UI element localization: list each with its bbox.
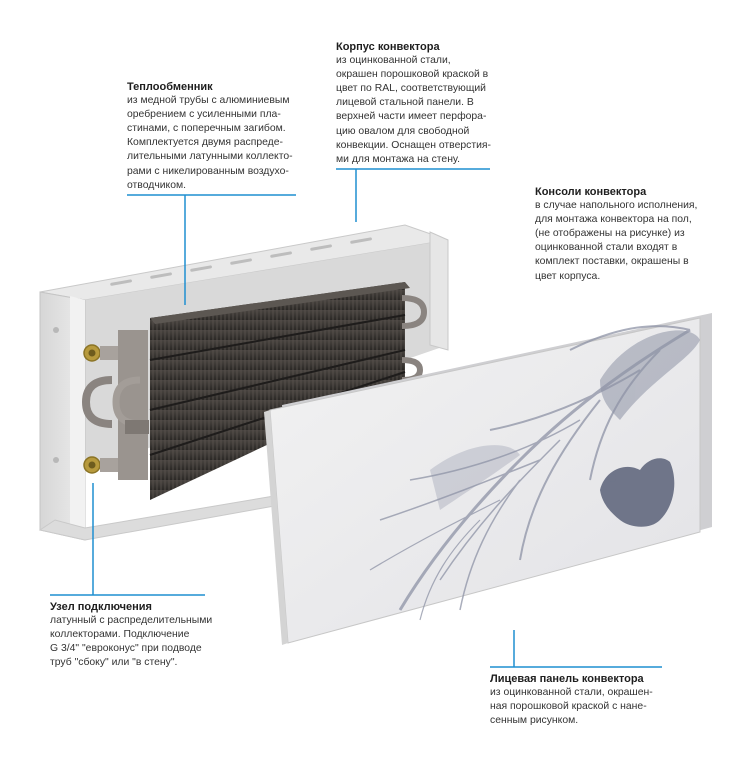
front-panel-description: из оцинкованной стали, окрашен- ная поро… (490, 687, 653, 727)
housing-description: из оцинкованной стали, окрашен порошково… (336, 55, 491, 165)
callout-lines (50, 168, 662, 668)
feather-shadow (430, 330, 700, 510)
heat-exchanger (149, 282, 428, 500)
callout-front-panel: Лицевая панель конвектора из оцинкованно… (490, 672, 700, 728)
perforation-slots (110, 237, 372, 286)
front-panel (264, 313, 712, 645)
callout-connection: Узел подключения латунный с распределите… (50, 600, 260, 670)
callout-housing: Корпус конвектора из оцинкованной стали,… (336, 40, 536, 167)
front-panel-title: Лицевая панель конвектора (490, 673, 644, 685)
heat-exchanger-title: Теплообменник (127, 81, 213, 93)
callout-heat-exchanger: Теплообменник из медной трубы с алюминие… (127, 80, 327, 193)
connection-title: Узел подключения (50, 601, 152, 613)
brackets-title: Консоли конвектора (535, 186, 647, 198)
connection-unit (81, 330, 149, 480)
housing-title: Корпус конвектора (336, 41, 440, 53)
bird-silhouette (600, 458, 675, 527)
heat-exchanger-description: из медной трубы с алюминиевым оребрением… (127, 95, 293, 191)
brackets-description: в случае напольного исполнения, для монт… (535, 200, 698, 282)
callout-brackets: Консоли конвектора в случае напольного и… (535, 185, 735, 284)
connection-description: латунный с распределительными коллектора… (50, 615, 213, 669)
